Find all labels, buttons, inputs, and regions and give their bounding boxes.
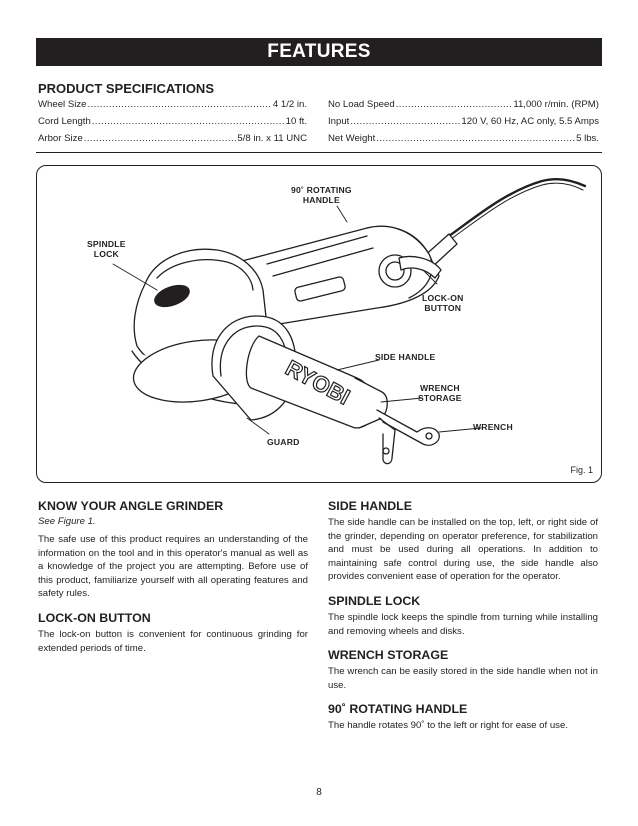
lock-on-button-shape [398, 255, 442, 279]
spec-value: 4 1/2 in. [272, 99, 307, 110]
left-text-column: KNOW YOUR ANGLE GRINDER See Figure 1. Th… [38, 499, 308, 665]
lock-on-body: The lock-on button is convenient for con… [38, 628, 308, 654]
callout-spindle-lock: SPINDLE LOCK [87, 239, 126, 259]
leader-dots [88, 99, 272, 110]
leader-dots [376, 133, 575, 144]
product-specifications-heading: PRODUCT SPECIFICATIONS [38, 81, 214, 96]
spec-label: Cord Length [38, 116, 91, 127]
leader-rotating-handle [336, 205, 348, 223]
spec-label: No Load Speed [328, 99, 395, 110]
leader-wrench-storage [380, 397, 423, 403]
rotating-handle-heading: 90˚ ROTATING HANDLE [328, 702, 468, 717]
spec-label: Wheel Size [38, 99, 87, 110]
spec-row-wheel-size: Wheel Size 4 1/2 in. [38, 99, 307, 116]
leader-dots [92, 116, 285, 127]
know-grinder-figure-ref: See Figure 1. [38, 516, 96, 527]
spec-row-net-weight: Net Weight 5 lbs. [328, 133, 599, 150]
spec-label: Arbor Size [38, 133, 83, 144]
vent-slot [294, 276, 346, 302]
lock-on-heading: LOCK-ON BUTTON [38, 610, 151, 625]
page-number: 8 [316, 787, 322, 798]
side-handle-heading: SIDE HANDLE [328, 499, 412, 513]
spindle-lock-button [154, 284, 190, 308]
spec-row-no-load-speed: No Load Speed 11,000 r/min. (RPM) [328, 99, 599, 116]
spec-row-arbor-size: Arbor Size 5/8 in. x 11 UNC [38, 133, 307, 150]
wrench-shape [376, 409, 440, 446]
leader-spindle-lock [112, 263, 158, 291]
callout-wrench: WRENCH [473, 422, 513, 432]
leader-dots [84, 133, 237, 144]
spec-value: 10 ft. [285, 116, 307, 127]
specs-left-column: Wheel Size 4 1/2 in. Cord Length 10 ft. … [38, 99, 307, 150]
spec-row-cord-length: Cord Length 10 ft. [38, 116, 307, 133]
leader-wrench [438, 427, 482, 433]
power-cord [447, 178, 587, 238]
spec-value: 5 lbs. [576, 133, 599, 144]
specs-right-column: No Load Speed 11,000 r/min. (RPM) Input … [328, 99, 599, 150]
features-banner: FEATURES [36, 38, 602, 66]
wrench-storage-heading: WRENCH STORAGE [328, 648, 449, 663]
leader-guard [246, 417, 270, 435]
motor-housing-ribs [266, 235, 374, 277]
rotating-handle-body: The handle rotates 90˚ to the left or ri… [328, 720, 568, 732]
gear-head-top [156, 259, 254, 291]
spec-label: Net Weight [328, 133, 376, 144]
leader-lock-on [422, 269, 438, 285]
leader-side-handle [336, 359, 380, 371]
right-text-column: SIDE HANDLE The side handle can be insta… [328, 499, 598, 743]
leader-dots [396, 99, 513, 110]
spec-value: 5/8 in. x 11 UNC [237, 133, 307, 144]
callout-wrench-storage: WRENCH STORAGE [418, 383, 462, 403]
callout-rotating-handle: 90˚ ROTATING HANDLE [291, 185, 352, 205]
spec-value: 11,000 r/min. (RPM) [513, 99, 599, 110]
spec-label: Input [328, 116, 350, 127]
power-cord-inner [450, 182, 584, 240]
angle-grinder-illustration: RYOBI [112, 178, 587, 465]
side-handle-body: The side handle can be installed on the … [328, 517, 598, 583]
callout-guard: GUARD [267, 437, 300, 447]
callout-side-handle: SIDE HANDLE [375, 352, 436, 362]
callout-lock-on-button: LOCK-ON BUTTON [422, 293, 464, 313]
figure-caption: Fig. 1 [570, 465, 593, 475]
spec-row-input: Input 120 V, 60 Hz, AC only, 5.5 Amps [328, 116, 599, 133]
know-grinder-body: The safe use of this product requires an… [38, 534, 308, 600]
spindle-lock-heading: SPINDLE LOCK [328, 593, 421, 608]
spindle-lock-body: The spindle lock keeps the spindle from … [328, 611, 598, 637]
figure-1-box: RYOBI 90˚ ROTATING HANDLE SPINDLE LOCK L… [36, 165, 602, 483]
leader-dots [350, 116, 460, 127]
wrench-storage-body: The wrench can be easily stored in the s… [328, 666, 598, 691]
divider-rule [36, 152, 602, 153]
know-grinder-heading: KNOW YOUR ANGLE GRINDER [38, 499, 224, 513]
spec-value: 120 V, 60 Hz, AC only, 5.5 Amps [461, 116, 599, 127]
